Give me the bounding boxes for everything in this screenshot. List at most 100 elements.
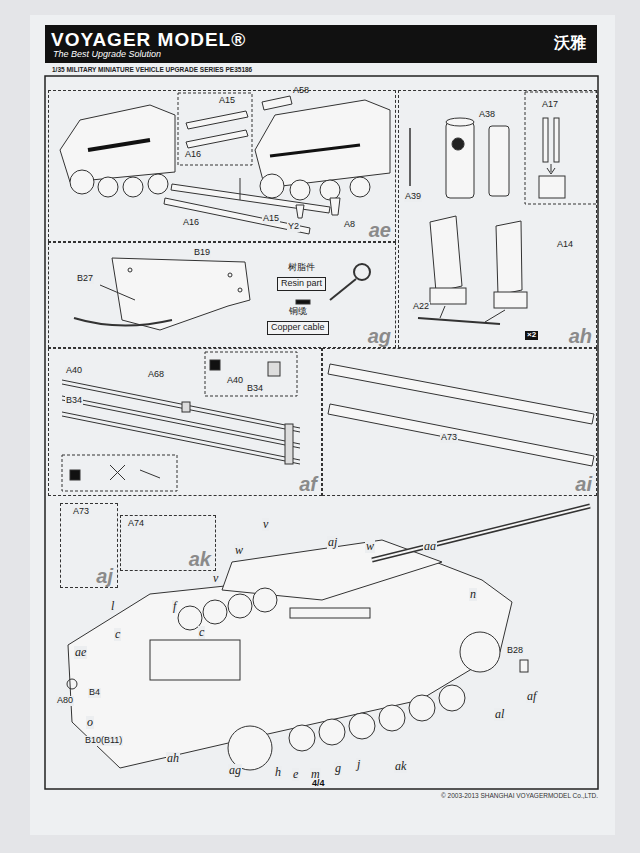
drawing-g bbox=[62, 352, 300, 491]
drawing-path bbox=[74, 318, 172, 326]
drawing-circle bbox=[228, 594, 252, 618]
callout-letter: ae bbox=[74, 646, 87, 659]
drawing-circle bbox=[70, 170, 94, 194]
step-panel: ai bbox=[322, 348, 597, 496]
step-label: af bbox=[299, 474, 317, 494]
chinese-caption: 树脂件 bbox=[288, 263, 315, 273]
drawing-path bbox=[140, 470, 160, 478]
boxed-caption: Resin part bbox=[277, 277, 326, 291]
callout-letter: ak bbox=[394, 760, 407, 773]
step-panel: ae bbox=[48, 90, 396, 242]
drawing-rect bbox=[539, 176, 565, 198]
drawing-line bbox=[270, 145, 360, 156]
drawing-line bbox=[409, 128, 411, 186]
slogan: The Best Upgrade Solution bbox=[52, 50, 162, 60]
logo: VOYAGER MODEL® bbox=[50, 30, 247, 51]
drawing-line bbox=[372, 506, 590, 560]
drawing-rect bbox=[489, 126, 509, 196]
step-panel: aj bbox=[60, 503, 118, 588]
callout-letter: c bbox=[198, 626, 205, 639]
drawing-circle bbox=[460, 632, 500, 672]
drawing-circle bbox=[409, 695, 435, 721]
drawing-circle bbox=[148, 174, 168, 194]
part-number: A15 bbox=[218, 96, 236, 106]
callout-letter: af bbox=[526, 690, 537, 703]
part-number: B19 bbox=[193, 248, 211, 258]
drawing-circle bbox=[238, 288, 242, 292]
callout-letter: aj bbox=[327, 536, 338, 549]
drawing-circle bbox=[260, 174, 284, 198]
part-number: A8 bbox=[343, 220, 356, 230]
drawing-rect bbox=[268, 362, 280, 376]
drawing-circle bbox=[319, 719, 345, 745]
drawing-g bbox=[328, 364, 594, 466]
drawing-line bbox=[418, 318, 500, 324]
drawing-circle bbox=[128, 268, 132, 272]
drawing-line bbox=[100, 285, 135, 300]
drawing-rect bbox=[296, 300, 310, 304]
callout-letter: al bbox=[494, 708, 505, 721]
drawing-rect bbox=[182, 402, 190, 412]
drawing-path bbox=[430, 216, 462, 292]
drawing-path bbox=[296, 205, 304, 218]
drawing-circle bbox=[439, 685, 465, 711]
callout-letter: v bbox=[262, 518, 269, 531]
part-number: B28 bbox=[506, 646, 524, 656]
part-number: Y2 bbox=[287, 222, 300, 232]
drawing-line bbox=[330, 279, 356, 300]
drawing-circle bbox=[354, 264, 370, 280]
drawing-rect bbox=[525, 92, 597, 204]
drawing-rect bbox=[285, 424, 293, 464]
drawing-g bbox=[74, 258, 370, 330]
page-number: 4/4 bbox=[311, 779, 326, 789]
drawing-path bbox=[186, 111, 248, 129]
drawing-line bbox=[485, 310, 505, 322]
part-number: A40 bbox=[65, 366, 83, 376]
drawing-rect bbox=[62, 455, 177, 491]
part-tag: 树脂件 Resin part bbox=[277, 263, 329, 299]
drawing-circle bbox=[289, 725, 315, 751]
drawing-path bbox=[164, 198, 310, 234]
step-label: ag bbox=[368, 326, 391, 346]
callout-letter: ag bbox=[228, 764, 242, 777]
callout-letter: l bbox=[110, 600, 115, 613]
part-number: B4 bbox=[88, 688, 101, 698]
drawing-rect bbox=[70, 470, 80, 480]
part-number: A17 bbox=[541, 100, 559, 110]
drawing-path bbox=[547, 164, 555, 174]
callout-letter: c bbox=[114, 628, 121, 641]
part-number: A73 bbox=[72, 507, 90, 517]
step-panel: ak bbox=[120, 515, 216, 571]
part-number: B34 bbox=[246, 384, 264, 394]
drawing-rect bbox=[150, 640, 240, 680]
step-panel: ag树脂件Resin part铜缆Copper cable bbox=[48, 242, 396, 348]
step-label: ai bbox=[575, 474, 592, 494]
part-number: A74 bbox=[127, 519, 145, 529]
drawing-g bbox=[60, 93, 390, 234]
chinese-caption: 铜缆 bbox=[289, 307, 307, 317]
drawing-line bbox=[372, 506, 590, 560]
part-number: A22 bbox=[412, 302, 430, 312]
drawing-circle bbox=[350, 177, 370, 197]
drawing-circle bbox=[253, 588, 277, 612]
step-label: ak bbox=[189, 549, 211, 569]
drawing-rect bbox=[290, 608, 370, 618]
part-number: A15 bbox=[262, 214, 280, 224]
part-number: A80 bbox=[56, 696, 74, 706]
drawing-circle bbox=[203, 600, 227, 624]
step-label: aj bbox=[96, 566, 113, 586]
drawing-line bbox=[240, 178, 241, 200]
drawing-rect bbox=[543, 118, 548, 162]
callout-letter: ah bbox=[166, 752, 180, 765]
part-number: A73 bbox=[440, 433, 458, 443]
drawing-g bbox=[67, 506, 590, 770]
callout-letter: o bbox=[86, 716, 94, 729]
part-number: A14 bbox=[556, 240, 574, 250]
drawing-path bbox=[328, 404, 594, 466]
part-number: A16 bbox=[184, 150, 202, 160]
step-label: ah bbox=[569, 326, 592, 346]
callout-letter: v bbox=[212, 572, 219, 585]
drawing-rect bbox=[205, 352, 297, 396]
drawing-rect bbox=[30, 15, 615, 835]
